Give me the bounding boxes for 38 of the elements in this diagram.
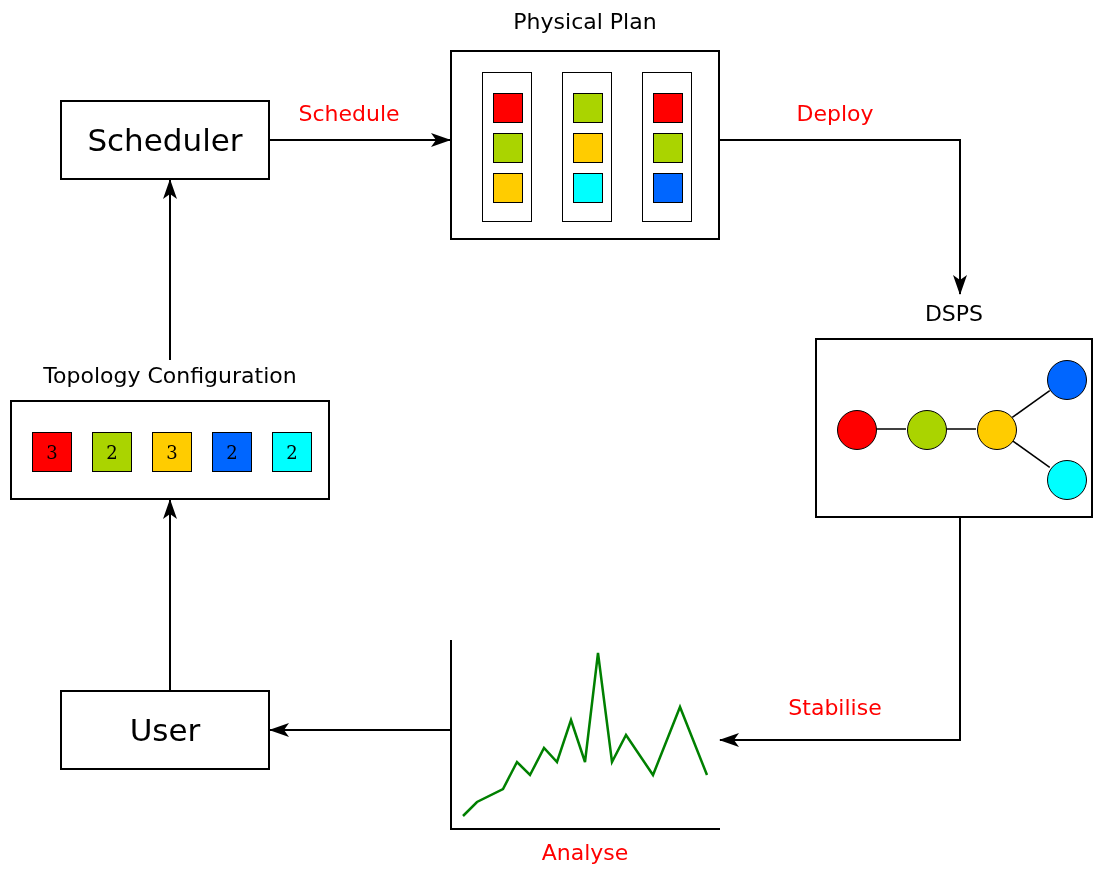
- arrow: [163, 499, 177, 691]
- arrow: [163, 179, 177, 361]
- graph-node-circle: [977, 410, 1017, 450]
- graph-link: [945, 428, 977, 430]
- process-box: Scheduler: [60, 100, 270, 180]
- count-badge: 3: [152, 432, 192, 472]
- plan-column: [482, 72, 532, 222]
- graph-node-circle: [1047, 460, 1087, 500]
- graph-node-circle: [1047, 360, 1087, 400]
- graph-link: [1011, 439, 1051, 469]
- task-square: [493, 133, 523, 163]
- arrow: [269, 723, 451, 737]
- count-badge: 2: [272, 432, 312, 472]
- task-square: [493, 173, 523, 203]
- graph-node-circle: [837, 410, 877, 450]
- process-box: User: [60, 690, 270, 770]
- panel-title: Topology Configuration: [43, 362, 297, 390]
- task-square: [653, 173, 683, 203]
- graph-link: [1011, 389, 1051, 419]
- task-square: [573, 173, 603, 203]
- task-square: [653, 93, 683, 123]
- chart-caption: Analyse: [540, 840, 630, 865]
- task-square: [653, 133, 683, 163]
- panel-title: Physical Plan: [513, 8, 657, 36]
- graph-link: [875, 428, 907, 430]
- task-square: [493, 93, 523, 123]
- count-badge: 2: [212, 432, 252, 472]
- task-square: [573, 133, 603, 163]
- arrow: [269, 133, 451, 147]
- plan-column: [562, 72, 612, 222]
- panel-title: DSPS: [924, 300, 984, 328]
- count-badge: 2: [92, 432, 132, 472]
- task-square: [573, 93, 603, 123]
- plan-column: [642, 72, 692, 222]
- arrow: [719, 517, 961, 747]
- graph-node-circle: [907, 410, 947, 450]
- arrow: [719, 139, 967, 295]
- count-badge: 3: [32, 432, 72, 472]
